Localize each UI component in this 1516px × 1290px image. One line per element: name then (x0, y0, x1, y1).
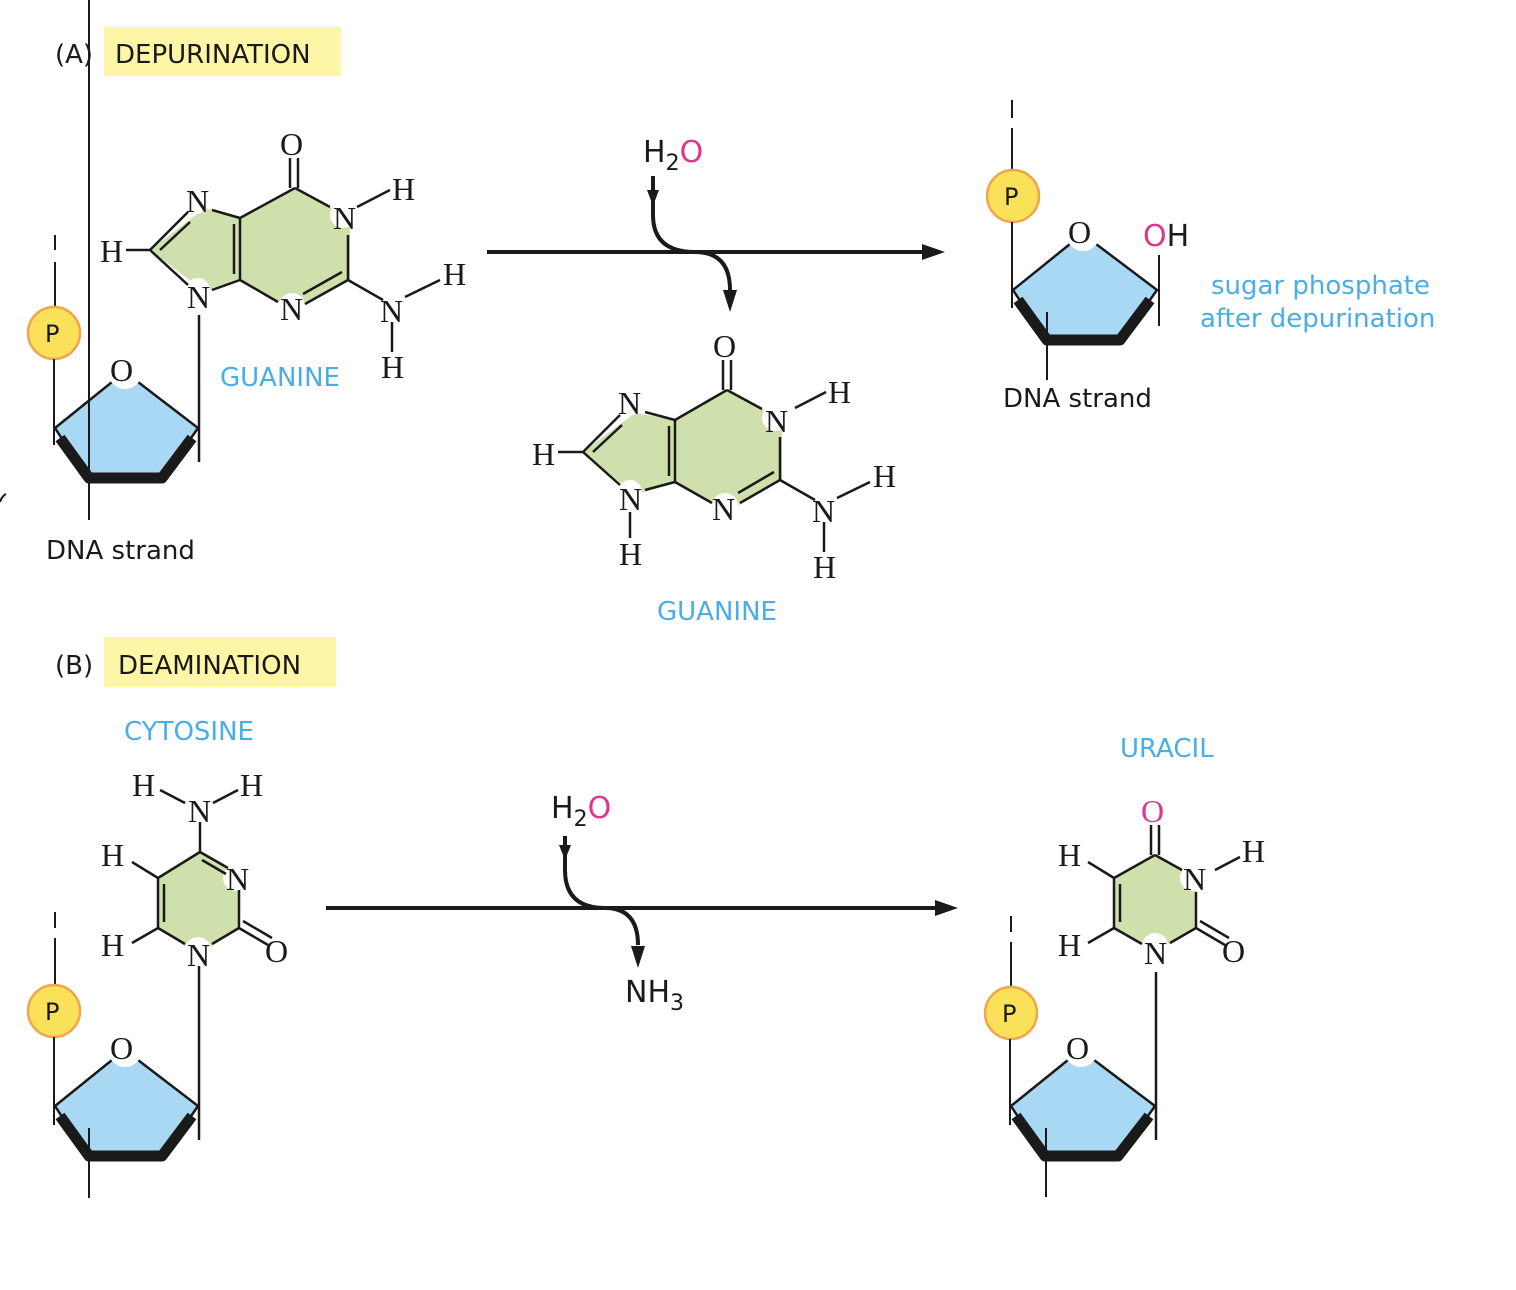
phosphate-label: P (45, 320, 59, 348)
atom-h: H (240, 767, 263, 803)
dna-strand-label: DNA strand (46, 536, 195, 566)
ring-oxygen: O (1066, 1030, 1089, 1066)
phosphate-label: P (45, 998, 59, 1026)
ring-oxygen: O (110, 1030, 133, 1066)
atom-n: N (187, 279, 210, 315)
atom-n: N (186, 183, 209, 219)
panel-a: (A) DEPURINATION (26, 0, 1435, 627)
guanine-ring-fill (150, 188, 350, 310)
panel-b-title-highlight (104, 637, 336, 687)
reaction-arrow-b: H2O NH3 (326, 791, 958, 1016)
atom-n: N (280, 291, 303, 327)
atom-n: N (812, 493, 835, 529)
uracil-label: URACIL (1120, 734, 1214, 764)
atom-h: H (532, 436, 555, 472)
atom-o: O (713, 328, 736, 364)
panel-b-title: DEAMINATION (118, 651, 301, 681)
reactant-guanine-nucleotide: O N N H H N N N H H GUANINE P O DNA stra… (26, 0, 466, 566)
atom-n: N (618, 385, 641, 421)
curved-arrow (651, 176, 732, 291)
cytosine-ring-fill (158, 852, 240, 955)
atom-h: H (381, 349, 404, 385)
atom-n: N (188, 793, 211, 829)
atom-h: H (828, 374, 851, 410)
atom-h: H (619, 536, 642, 572)
guanine-label: GUANINE (220, 363, 340, 393)
released-guanine: O N N H H N N N H H H GUANINE (532, 328, 896, 627)
after-depurination-caption: after depurination (1200, 304, 1435, 334)
hydroxyl-group: OH (1143, 219, 1189, 254)
uracil-ring-fill (1114, 855, 1197, 952)
atom-h: H (443, 256, 466, 292)
atom-n: N (1183, 861, 1206, 897)
reaction-arrow-a: H2O (487, 135, 945, 312)
panel-b: (B) DEAMINATION CYTOSINE H N (26, 637, 1265, 1198)
atom-h: H (873, 458, 896, 494)
edge-artifact (0, 493, 7, 503)
atom-h: H (101, 927, 124, 963)
atom-n: N (712, 491, 735, 527)
atom-n: N (765, 403, 788, 439)
atom-h: H (101, 837, 124, 873)
atom-o: O (1222, 933, 1245, 969)
atom-n: N (619, 481, 642, 517)
panel-a-title: DEPURINATION (115, 40, 311, 70)
atom-h: H (132, 767, 155, 803)
panel-b-letter: (B) (55, 651, 93, 681)
atom-o: O (280, 126, 303, 162)
atom-h: H (813, 549, 836, 585)
sugar-phosphate-caption: sugar phosphate (1211, 271, 1430, 301)
reactant-cytosine-nucleotide: H N H H N H N O P O (26, 767, 288, 1198)
ring-oxygen: O (1068, 214, 1091, 250)
atom-n: N (187, 937, 210, 973)
main-arrowhead (922, 244, 945, 260)
atom-n: N (333, 200, 356, 236)
atom-h: H (1242, 833, 1265, 869)
atom-h: H (1058, 927, 1081, 963)
panel-a-letter: (A) (55, 40, 93, 70)
atom-h: H (1058, 837, 1081, 873)
atom-h: H (100, 233, 123, 269)
cytosine-label: CYTOSINE (124, 717, 254, 747)
product-sugar-phosphate: P O OH DNA strand sugar phosphate after … (985, 100, 1435, 414)
product-uracil-nucleotide: URACIL O H N H H N O (983, 734, 1265, 1197)
atom-h: H (392, 171, 415, 207)
phosphate-label: P (1002, 1000, 1016, 1028)
atom-n: N (226, 861, 249, 897)
water-reagent: H2O (551, 791, 611, 832)
atom-n: N (380, 293, 403, 329)
released-guanine-label: GUANINE (657, 597, 777, 627)
atom-n: N (1144, 935, 1167, 971)
ring-oxygen: O (110, 352, 133, 388)
guanine-ring-fill (583, 390, 782, 512)
atom-o-highlighted: O (1141, 793, 1164, 829)
dna-strand-label: DNA strand (1003, 384, 1152, 414)
ammonia-released: NH3 (625, 975, 684, 1016)
curved-arrow (563, 836, 640, 946)
panel-a-title-highlight (104, 27, 341, 76)
water-reagent: H2O (643, 135, 703, 176)
phosphate-label: P (1004, 183, 1018, 211)
main-arrowhead (935, 900, 958, 916)
atom-o: O (265, 933, 288, 969)
